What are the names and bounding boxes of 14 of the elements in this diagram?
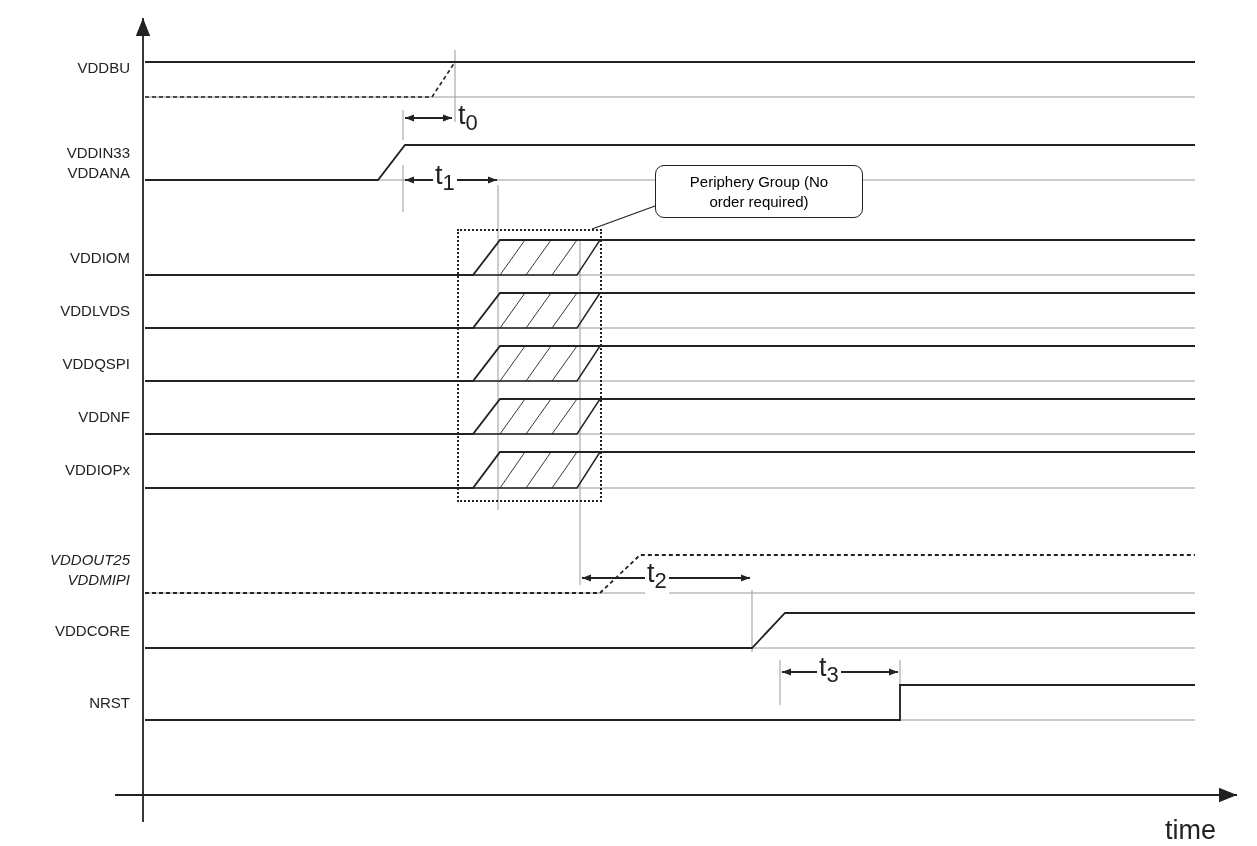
signal-name: VDDIN33 VDDANA xyxy=(66,143,130,183)
signal-name: VDDBU xyxy=(77,58,130,78)
signal-name: VDDLVDS xyxy=(60,301,130,321)
callout-box: Periphery Group (No order required) xyxy=(655,165,863,218)
group-outline xyxy=(457,229,602,502)
leader-line xyxy=(591,205,656,230)
signal-name: VDDIOM xyxy=(70,248,130,268)
axis-title: time xyxy=(1165,815,1216,846)
signal-name: NRST xyxy=(89,693,130,713)
signal-name: VDDCORE xyxy=(55,621,130,641)
signal-name: VDDQSPI xyxy=(62,354,130,374)
signal-name: VDDOUT25 VDDMIPI xyxy=(49,550,130,590)
signal-name: VDDNF xyxy=(78,407,130,427)
signal-name: VDDIOPx xyxy=(65,460,130,480)
